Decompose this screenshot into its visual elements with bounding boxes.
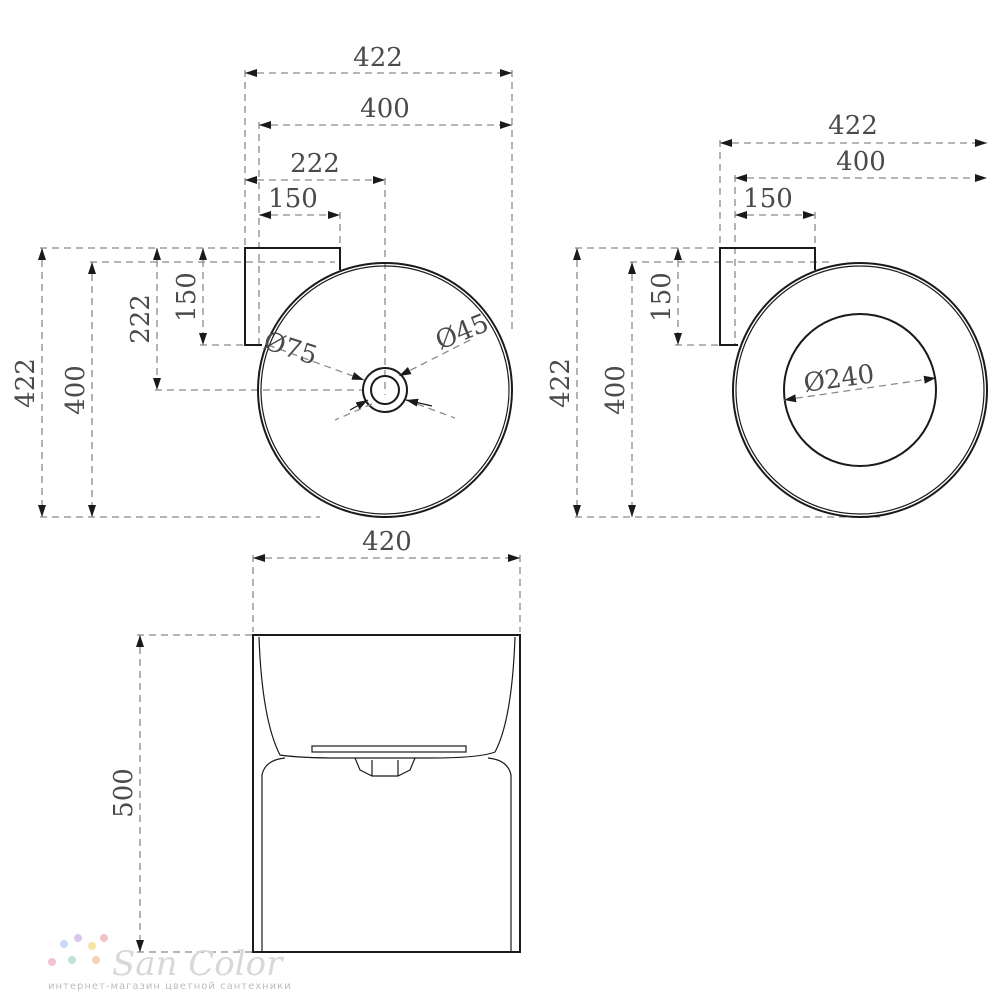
top-view: 422 400 222 150 422 400 222 150 Ø75 Ø45 bbox=[11, 43, 513, 518]
label-v-150: 150 bbox=[172, 272, 202, 322]
drain-inner bbox=[370, 375, 400, 405]
label-d240: Ø240 bbox=[802, 359, 876, 399]
front-view: 420 500 bbox=[109, 527, 521, 953]
underside-view: 422 400 150 422 400 150 Ø240 bbox=[546, 111, 988, 518]
r-label-v-150: 150 bbox=[647, 272, 677, 322]
leader-d45 bbox=[398, 339, 471, 377]
leader-d75 bbox=[267, 344, 365, 381]
front-bowl-inner bbox=[258, 636, 516, 759]
dot-icon bbox=[48, 958, 56, 966]
f-label-500: 500 bbox=[109, 768, 139, 818]
wall-mount-bracket bbox=[244, 247, 341, 346]
drain-outer bbox=[362, 367, 408, 413]
label-400: 400 bbox=[360, 94, 410, 124]
watermark-tagline: интернет-магазин цветной сантехники bbox=[48, 981, 292, 992]
label-150: 150 bbox=[268, 184, 318, 214]
label-v-422: 422 bbox=[11, 358, 41, 408]
r-label-422: 422 bbox=[828, 111, 878, 141]
front-body-outline bbox=[252, 634, 521, 953]
label-422: 422 bbox=[353, 43, 403, 73]
label-v-222: 222 bbox=[126, 294, 156, 344]
label-222: 222 bbox=[290, 149, 340, 179]
r-label-v-400: 400 bbox=[601, 365, 631, 415]
drain-cover bbox=[311, 745, 467, 753]
watermark-brand: San Color bbox=[112, 944, 284, 984]
leader-d240 bbox=[783, 375, 937, 403]
bowl-outline bbox=[257, 262, 513, 518]
r-bowl-outline bbox=[732, 262, 988, 518]
r-label-150: 150 bbox=[743, 184, 793, 214]
r-bowl-rim bbox=[735, 265, 985, 515]
bowl-rim bbox=[260, 265, 510, 515]
drain-body bbox=[354, 757, 416, 777]
label-v-400: 400 bbox=[61, 365, 91, 415]
r-wall-mount-bracket bbox=[719, 247, 816, 346]
label-d75: Ø75 bbox=[260, 326, 321, 371]
label-d45: Ø45 bbox=[431, 308, 493, 356]
f-label-420: 420 bbox=[362, 527, 412, 557]
r-label-v-422: 422 bbox=[546, 358, 576, 408]
r-label-400: 400 bbox=[836, 147, 886, 177]
watermark: San Color интернет-магазин цветной санте… bbox=[48, 934, 292, 992]
